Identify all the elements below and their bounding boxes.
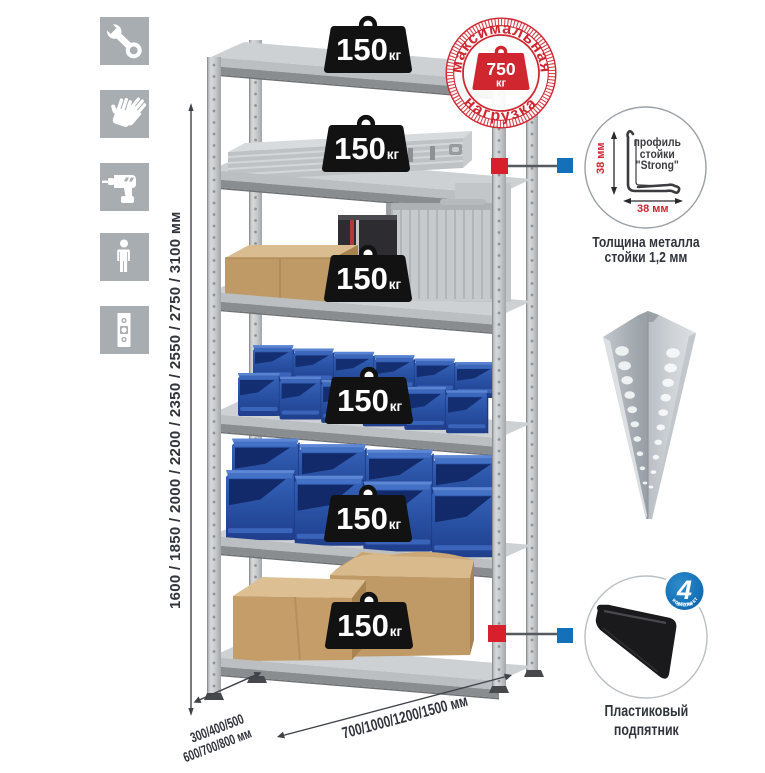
svg-text:кг: кг [390,399,403,414]
svg-text:150: 150 [336,32,388,67]
svg-text:750: 750 [486,59,515,79]
svg-text:кг: кг [496,78,507,90]
svg-text:кг: кг [387,147,400,162]
svg-text:кг: кг [389,517,402,532]
svg-text:150: 150 [337,383,389,418]
svg-text:150: 150 [336,261,388,296]
svg-text:4: 4 [676,575,692,605]
svg-text:150: 150 [337,608,389,643]
svg-text:150: 150 [336,501,388,536]
svg-text:кг: кг [390,624,403,639]
svg-text:кг: кг [389,277,402,292]
svg-text:кг: кг [389,48,402,63]
svg-text:150: 150 [334,131,386,166]
